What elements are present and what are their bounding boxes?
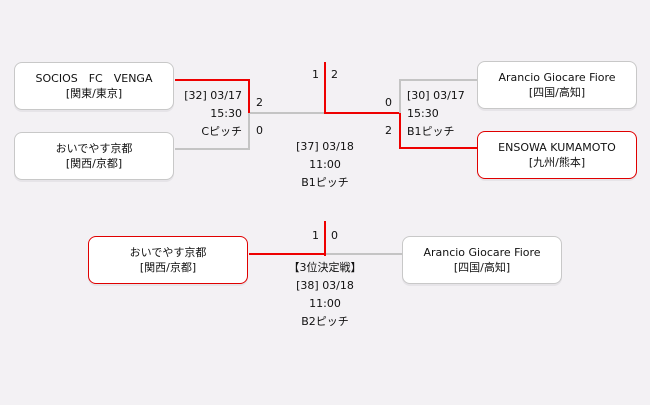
score: 2 bbox=[331, 68, 338, 81]
team-name: SOCIOS FC VENGA bbox=[35, 72, 153, 85]
score: 0 bbox=[385, 96, 392, 109]
bracket-line-loser bbox=[400, 79, 477, 81]
bracket-line-winner bbox=[399, 147, 477, 149]
score: 0 bbox=[331, 229, 338, 242]
team-box-ensowa[interactable]: ENSOWA KUMAMOTO [九州/熊本] bbox=[477, 131, 637, 179]
match-time: 11:00 bbox=[309, 158, 341, 171]
team-box-oideyasu-3rd[interactable]: おいでやす京都 [関西/京都] bbox=[88, 236, 248, 284]
match-pitch: Cピッチ bbox=[201, 125, 242, 138]
team-name: Arancio Giocare Fiore bbox=[423, 246, 541, 259]
match-number: [32] bbox=[184, 89, 207, 102]
team-region: [四国/高知] bbox=[528, 86, 586, 99]
bracket-line-loser bbox=[326, 253, 402, 255]
team-box-socios[interactable]: SOCIOS FC VENGA [関東/東京] bbox=[14, 62, 174, 110]
score: 2 bbox=[256, 96, 263, 109]
bracket-line-loser bbox=[175, 148, 250, 150]
match-time: 15:30 bbox=[210, 107, 242, 120]
bracket-line-winner bbox=[248, 79, 250, 113]
match-time: 15:30 bbox=[407, 107, 439, 120]
match-info-sf1: [32] 03/17 15:30 Cピッチ bbox=[184, 87, 242, 141]
match-pitch: B1ピッチ bbox=[301, 176, 349, 189]
score: 1 bbox=[312, 68, 319, 81]
match-date: 03/18 bbox=[322, 140, 354, 153]
team-region: [関西/京都] bbox=[139, 261, 197, 274]
bracket-line-champion bbox=[324, 62, 326, 114]
bracket-line-loser bbox=[399, 79, 401, 113]
bracket-line-winner bbox=[324, 221, 326, 256]
match-pitch: B2ピッチ bbox=[301, 315, 349, 328]
score: 0 bbox=[256, 124, 263, 137]
team-name: ENSOWA KUMAMOTO bbox=[498, 141, 616, 154]
bracket-line-winner bbox=[249, 253, 326, 255]
match-date: 03/17 bbox=[210, 89, 242, 102]
match-info-final: [37] 03/18 11:00 B1ピッチ bbox=[265, 138, 385, 192]
bracket-line-winner bbox=[399, 113, 401, 149]
match-info-sf2: [30] 03/17 15:30 B1ピッチ bbox=[407, 87, 465, 141]
bracket-line-loser bbox=[248, 113, 250, 150]
bracket-line-loser bbox=[250, 112, 325, 114]
score: 2 bbox=[385, 124, 392, 137]
match-date: 03/17 bbox=[433, 89, 465, 102]
bracket-line-winner bbox=[175, 79, 250, 81]
team-box-oideyasu[interactable]: おいでやす京都 [関西/京都] bbox=[14, 132, 174, 180]
team-name: Arancio Giocare Fiore bbox=[498, 71, 616, 84]
bracket-line-winner bbox=[324, 112, 400, 114]
match-number: [38] bbox=[296, 279, 319, 292]
match-time: 11:00 bbox=[309, 297, 341, 310]
score: 1 bbox=[312, 229, 319, 242]
team-region: [関西/京都] bbox=[65, 157, 123, 170]
match-number: [37] bbox=[296, 140, 319, 153]
team-box-arancio-3rd[interactable]: Arancio Giocare Fiore [四国/高知] bbox=[402, 236, 562, 284]
match-date: 03/18 bbox=[322, 279, 354, 292]
match-info-third-place: 【3位決定戦】 [38] 03/18 11:00 B2ピッチ bbox=[255, 259, 395, 331]
team-region: [関東/東京] bbox=[65, 87, 123, 100]
match-pitch: B1ピッチ bbox=[407, 125, 455, 138]
team-box-arancio[interactable]: Arancio Giocare Fiore [四国/高知] bbox=[477, 61, 637, 109]
match-number: [30] bbox=[407, 89, 430, 102]
match-title: 【3位決定戦】 bbox=[288, 261, 362, 274]
team-name: おいでやす京都 bbox=[129, 246, 207, 259]
team-name: おいでやす京都 bbox=[55, 142, 133, 155]
team-region: [四国/高知] bbox=[453, 261, 511, 274]
team-region: [九州/熊本] bbox=[528, 156, 586, 169]
